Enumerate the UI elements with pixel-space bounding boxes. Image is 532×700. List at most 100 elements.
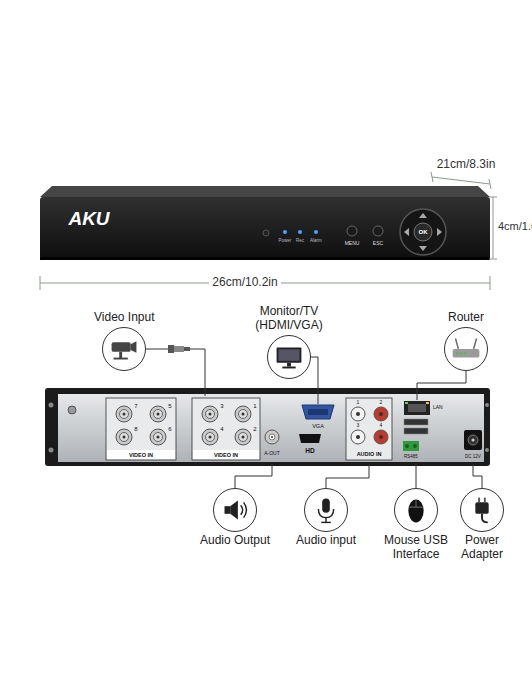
mic-icon-part bbox=[322, 499, 330, 513]
channel-number: 7 bbox=[134, 403, 137, 410]
channel-number: 6 bbox=[168, 426, 171, 433]
coax-connector-icon bbox=[168, 345, 190, 353]
video-in-ports-part-part bbox=[206, 433, 215, 442]
leader-lines-part bbox=[146, 349, 168, 350]
callout-node: Router bbox=[444, 311, 488, 371]
router-icon-part bbox=[474, 338, 477, 349]
network-usb-power-ports bbox=[403, 401, 482, 451]
network-usb-power-ports-part bbox=[426, 402, 429, 404]
dimension-lines-part bbox=[489, 179, 491, 189]
callout-icon-circle bbox=[444, 327, 488, 371]
mouse-icon bbox=[395, 489, 437, 531]
port-label: DC 12V bbox=[465, 454, 481, 459]
dvr-front-view-part bbox=[414, 223, 432, 241]
video-in-ports-part bbox=[106, 398, 176, 460]
video-in-ports-part-part bbox=[209, 413, 212, 416]
callout-node: Audio input bbox=[296, 488, 356, 548]
callout-node: Mouse USB Interface bbox=[381, 488, 451, 562]
button-label: ESC bbox=[373, 241, 383, 247]
channel-number: 4 bbox=[220, 426, 223, 433]
network-usb-power-ports-part bbox=[405, 444, 409, 448]
dvr-front-view-part bbox=[419, 213, 427, 218]
video-in-ports-part bbox=[116, 406, 251, 445]
audio-in-ports-part bbox=[356, 412, 360, 416]
callout-label: Video Input bbox=[94, 311, 155, 325]
network-usb-power-ports-part bbox=[464, 430, 482, 450]
router-icon-part bbox=[460, 352, 462, 354]
callout-icon-circle bbox=[304, 488, 348, 532]
channel-number: 4 bbox=[380, 423, 383, 429]
dimension-lines-part bbox=[489, 197, 497, 198]
dimension-label: 26cm/10.2in bbox=[209, 276, 280, 290]
leader-lines-part bbox=[190, 349, 205, 396]
port-label: VGA bbox=[312, 423, 324, 429]
monitor-icon-part bbox=[287, 362, 291, 366]
dvr-front-view bbox=[40, 186, 490, 260]
router-icon bbox=[445, 328, 487, 370]
speaker-icon-part bbox=[230, 500, 238, 519]
channel-number: 2 bbox=[380, 400, 383, 406]
camera-icon-part bbox=[131, 341, 137, 352]
video-in-ports-part-part bbox=[242, 413, 245, 416]
camera-icon-part bbox=[114, 357, 128, 359]
dvr-front-view-part bbox=[298, 230, 302, 234]
port-label: RS485 bbox=[404, 454, 418, 459]
monitor-icon bbox=[268, 336, 310, 378]
mic-icon bbox=[305, 489, 347, 531]
network-usb-power-ports-part bbox=[404, 401, 430, 415]
network-usb-power-ports-part bbox=[404, 419, 428, 425]
plug-icon-part bbox=[484, 498, 486, 503]
callout-icon-circle bbox=[460, 488, 504, 532]
video-out-ports-part bbox=[271, 436, 273, 438]
channel-number: 3 bbox=[357, 423, 360, 429]
video-in-ports-part-part bbox=[157, 436, 160, 439]
router-icon-part bbox=[456, 352, 458, 354]
callout-label: Power Adapter bbox=[457, 534, 507, 562]
video-in-ports-part-part bbox=[120, 410, 129, 419]
port-label: AUDIO IN bbox=[357, 451, 382, 457]
dvr-front-view-part bbox=[40, 257, 490, 260]
callout-label: Audio Output bbox=[200, 534, 270, 548]
video-out-ports-part bbox=[269, 434, 275, 440]
mic-icon-part bbox=[318, 509, 333, 518]
speaker-icon-part bbox=[225, 506, 231, 514]
dimension-lines-part bbox=[40, 276, 41, 290]
dvr-front-view-part bbox=[437, 228, 442, 236]
audio-in-ports-part bbox=[374, 407, 388, 421]
button-label: OK bbox=[419, 229, 428, 236]
camera-icon-part bbox=[112, 342, 131, 352]
callout-icon-circle bbox=[213, 488, 257, 532]
dvr-front-view-part bbox=[347, 226, 357, 236]
camera-icon bbox=[103, 328, 145, 370]
video-out-ports-part bbox=[299, 434, 321, 443]
video-out-ports-part bbox=[302, 405, 334, 419]
video-out-ports bbox=[265, 405, 334, 444]
leader-lines-part bbox=[473, 464, 482, 488]
channel-number: 5 bbox=[168, 403, 171, 410]
dimension-lines-part bbox=[431, 172, 433, 182]
port-label: LAN bbox=[433, 405, 443, 411]
video-in-ports-part-part bbox=[206, 410, 215, 419]
dvr-rear-panel bbox=[45, 388, 490, 466]
video-in-ports-part-part bbox=[120, 433, 129, 442]
dvr-front-view-part bbox=[40, 197, 490, 259]
dvr-rear-panel-part bbox=[49, 448, 54, 453]
audio-in-ports-part bbox=[351, 407, 365, 421]
network-usb-power-ports-part bbox=[408, 404, 426, 412]
network-usb-power-ports-part bbox=[403, 441, 419, 451]
video-in-ports-part bbox=[193, 450, 259, 459]
leader-lines-part bbox=[416, 464, 417, 488]
video-in-ports-part-part bbox=[239, 433, 248, 442]
mouse-icon-part bbox=[408, 500, 423, 523]
dimension-lines bbox=[40, 172, 497, 290]
coax-connector-icon-part bbox=[184, 347, 190, 351]
channel-number: 8 bbox=[134, 426, 137, 433]
video-in-ports-part-part bbox=[239, 410, 248, 419]
port-label: A-OUT bbox=[264, 451, 280, 457]
monitor-icon-part bbox=[282, 366, 295, 368]
led-label: Rec bbox=[296, 238, 304, 243]
video-in-ports-part-part bbox=[242, 436, 245, 439]
dvr-front-view-part bbox=[400, 209, 446, 255]
channel-number: 2 bbox=[253, 426, 256, 433]
